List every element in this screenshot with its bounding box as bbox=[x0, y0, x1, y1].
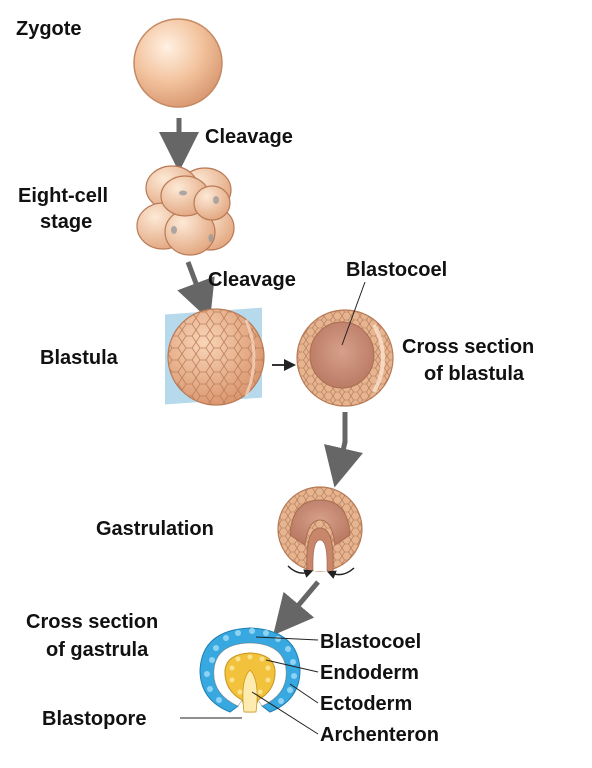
curved-arrow-right bbox=[326, 567, 355, 579]
curved-arrow-left bbox=[287, 565, 314, 578]
gastrula-cross-section-illustration bbox=[199, 627, 301, 713]
pointer-blastocoel-bottom bbox=[255, 636, 319, 641]
label-gastrulation: Gastrulation bbox=[96, 518, 214, 540]
label-cross-section-gastrula-line2: of gastrula bbox=[46, 639, 149, 661]
eight-cell-illustration bbox=[136, 165, 235, 256]
pointer-blastocoel-top bbox=[341, 281, 366, 346]
pointer-archenteron bbox=[251, 691, 319, 735]
label-cleavage-2: Cleavage bbox=[208, 269, 296, 291]
arrow-blastula-to-gastrulation bbox=[324, 412, 363, 488]
pointer-ectoderm bbox=[289, 683, 319, 704]
label-cleavage-1: Cleavage bbox=[205, 126, 293, 148]
label-archenteron: Archenteron bbox=[320, 724, 439, 746]
label-eight-cell-line2: stage bbox=[40, 211, 92, 233]
blastula-cross-section-illustration bbox=[296, 309, 394, 407]
label-cross-section-blastula-line1: Cross section bbox=[402, 336, 534, 358]
gastrulation-illustration bbox=[277, 486, 363, 572]
arrow-eight-cell-to-blastula bbox=[177, 261, 215, 321]
zygote-illustration bbox=[133, 18, 223, 108]
blastula-illustration bbox=[165, 307, 265, 406]
label-blastopore: Blastopore bbox=[42, 708, 146, 730]
label-zygote: Zygote bbox=[16, 18, 82, 40]
arrow-gastrulation-to-gastrula bbox=[273, 580, 320, 636]
label-cross-section-gastrula-line1: Cross section bbox=[26, 611, 158, 633]
label-eight-cell-line1: Eight-cell bbox=[18, 185, 108, 207]
label-blastula: Blastula bbox=[40, 347, 119, 369]
pointer-endoderm bbox=[265, 659, 319, 673]
label-blastocoel-bottom: Blastocoel bbox=[320, 631, 421, 653]
label-ectoderm: Ectoderm bbox=[320, 693, 412, 715]
label-blastocoel-top: Blastocoel bbox=[346, 259, 447, 281]
label-endoderm: Endoderm bbox=[320, 662, 419, 684]
label-cross-section-blastula-line2: of blastula bbox=[424, 363, 525, 385]
